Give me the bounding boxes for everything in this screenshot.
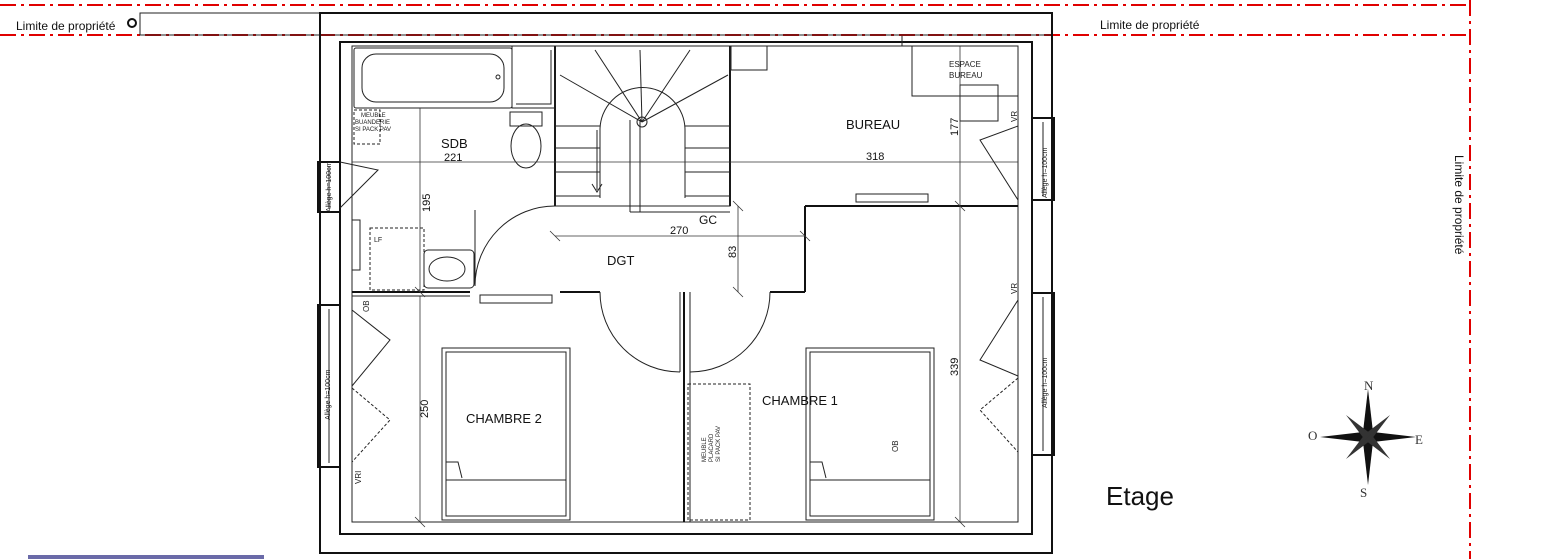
dim-bureau-height: 177 <box>949 118 961 136</box>
property-limit-label-left: Limite de propriété <box>16 19 116 33</box>
dim-dgt-width: 270 <box>670 225 688 237</box>
meuble-placard-line2: PLACARD <box>709 433 715 462</box>
dim-bureau-width: 318 <box>866 151 884 163</box>
dimension-lines <box>352 46 1018 528</box>
allege-left-top: Allège h=100cm <box>326 161 333 212</box>
label-chambre2: CHAMBRE 2 <box>466 411 542 426</box>
dim-dgt-height: 83 <box>727 246 739 258</box>
label-vr-mid-right: VR <box>1010 283 1019 294</box>
compass-o: O <box>1308 428 1317 443</box>
label-vri-left: VRI <box>354 471 363 484</box>
allege-left-bottom: Allège h=100cm <box>325 369 332 420</box>
meuble-buanderie-line1: MEUBLE <box>361 113 386 119</box>
bed-chambre1 <box>805 347 935 521</box>
doors <box>474 205 771 373</box>
label-chambre1: CHAMBRE 1 <box>762 393 838 408</box>
meuble-placard-line1: MEUBLE <box>702 437 708 462</box>
label-lf: LF <box>374 237 382 244</box>
furniture <box>351 45 1019 521</box>
label-gc: GC <box>699 213 717 227</box>
plan-title: Etage <box>1106 481 1174 511</box>
property-limit-label-right: Limite de propriété <box>1452 155 1466 255</box>
label-ob-left: OB <box>362 300 371 312</box>
compass-rose-icon <box>1320 389 1416 485</box>
outer-walls <box>319 12 1053 554</box>
dim-sdb-width: 221 <box>444 152 462 164</box>
interior-walls <box>352 36 1018 522</box>
label-dgt: DGT <box>607 253 635 268</box>
shower-box <box>730 45 768 71</box>
meuble-buanderie-line2: BUANDERIE <box>355 120 390 126</box>
dim-chambre2-height: 250 <box>419 400 431 418</box>
property-limit-lines <box>0 0 1471 559</box>
label-ob-chambre1: OB <box>891 440 900 452</box>
label-espace: ESPACE <box>949 60 981 69</box>
washbasin <box>423 249 475 289</box>
compass-s: S <box>1360 485 1367 500</box>
property-marker-icon <box>127 18 137 28</box>
label-sdb: SDB <box>441 136 468 151</box>
label-espace-bureau: BUREAU <box>949 71 983 80</box>
top-strip <box>139 12 1053 36</box>
allege-right-top: Allège h=100cm <box>1042 147 1049 198</box>
label-vr-top-right: VR <box>1010 111 1019 122</box>
stairs <box>554 45 731 207</box>
dim-chambre1-height: 339 <box>949 358 961 376</box>
bathtub <box>353 45 556 109</box>
meuble-placard-line3: SI PACK PAV <box>716 426 722 462</box>
compass-n: N <box>1364 378 1374 393</box>
left-windows <box>317 161 341 468</box>
meuble-buanderie-line3: SI PACK PAV <box>355 127 391 133</box>
bed-chambre2 <box>441 347 571 521</box>
bottom-bar <box>28 555 264 559</box>
property-limit-label-top: Limite de propriété <box>1100 18 1200 32</box>
dim-sdb-height: 195 <box>421 194 433 212</box>
toilet <box>509 111 543 169</box>
label-bureau: BUREAU <box>846 117 900 132</box>
window-swings <box>339 125 1019 463</box>
compass-e: E <box>1415 432 1423 447</box>
allege-right-bottom: Allège h=100cm <box>1042 357 1049 408</box>
meuble-placard-group: MEUBLE PLACARD SI PACK PAV <box>702 426 722 462</box>
right-windows <box>1031 117 1055 456</box>
